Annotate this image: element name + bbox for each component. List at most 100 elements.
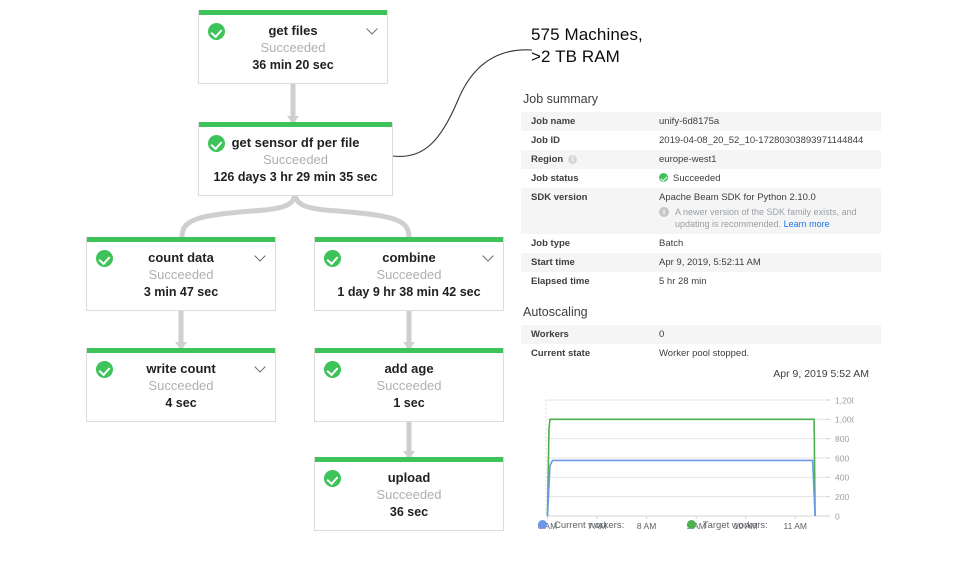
- graph-node-write-count[interactable]: write count Succeeded 4 sec: [86, 348, 276, 422]
- svg-text:1,200: 1,200: [835, 395, 854, 405]
- row-key: Job ID: [531, 135, 561, 146]
- legend-label: Current workers:: [554, 520, 625, 531]
- svg-text:400: 400: [835, 473, 849, 483]
- svg-text:11 AM: 11 AM: [784, 521, 807, 531]
- row-key: Start time: [521, 253, 649, 272]
- callout-line-1: 575 Machines,: [531, 25, 643, 44]
- node-status-bar: [87, 348, 275, 353]
- svg-text:800: 800: [835, 434, 849, 444]
- table-row: Workers 0: [521, 325, 881, 344]
- job-summary-table: Job name unify-6d8175a Job ID 2019-04-08…: [521, 112, 881, 291]
- legend-swatch: [686, 520, 696, 529]
- node-title: get files: [268, 23, 318, 38]
- svg-text:200: 200: [835, 492, 849, 502]
- node-title: count data: [148, 250, 214, 265]
- node-status-bar: [199, 10, 387, 15]
- node-title: upload: [387, 470, 431, 485]
- job-graph: get files Succeeded 36 min 20 sec get se…: [0, 0, 520, 540]
- graph-edges: [175, 80, 415, 459]
- row-value: 2019-04-08_20_52_10-17280303893971144844: [659, 135, 864, 146]
- row-key: SDK version: [521, 188, 649, 234]
- node-status: Succeeded: [260, 40, 326, 55]
- table-row: SDK version Apache Beam SDK for Python 2…: [521, 188, 881, 234]
- legend-label: Target workers:: [702, 520, 768, 531]
- chevron-down-icon[interactable]: [367, 24, 378, 35]
- callout-line-2: >2 TB RAM: [531, 47, 620, 66]
- sdk-version-text: Apache Beam SDK for Python 2.10.0: [659, 192, 816, 203]
- svg-text:8 AM: 8 AM: [637, 521, 656, 531]
- check-circle-icon: [96, 361, 113, 378]
- row-key: Job name: [521, 112, 649, 131]
- node-duration: 36 min 20 sec: [252, 58, 334, 72]
- row-value: Batch: [659, 238, 684, 249]
- graph-node-add-age[interactable]: add age Succeeded 1 sec: [314, 348, 504, 422]
- node-duration: 126 days 3 hr 29 min 35 sec: [213, 170, 378, 184]
- check-circle-icon: [324, 470, 341, 487]
- graph-node-upload[interactable]: upload Succeeded 36 sec: [314, 457, 504, 531]
- node-duration: 1 sec: [393, 396, 425, 410]
- table-row: Start time Apr 9, 2019, 5:52:11 AM: [521, 253, 881, 272]
- callout-leader-line: [392, 49, 533, 158]
- svg-text:6 AM: 6 AM: [538, 521, 557, 531]
- node-status-bar: [315, 237, 503, 242]
- table-row: Job ID 2019-04-08_20_52_10-1728030389397…: [521, 131, 881, 150]
- learn-more-link[interactable]: Learn more: [783, 219, 830, 229]
- table-row: Job status Succeeded: [521, 169, 881, 188]
- table-row: Job type Batch: [521, 234, 881, 253]
- check-circle-icon: [96, 250, 113, 267]
- legend-swatch: [538, 520, 547, 529]
- row-key: Elapsed time: [531, 276, 590, 287]
- info-icon[interactable]: i: [568, 155, 578, 164]
- row-key-label: Region: [531, 154, 564, 165]
- chevron-down-icon[interactable]: [255, 251, 266, 262]
- graph-node-get-files[interactable]: get files Succeeded 36 min 20 sec: [198, 10, 388, 84]
- row-value: Apr 9, 2019, 5:52:11 AM: [649, 253, 881, 272]
- graph-node-count-data[interactable]: count data Succeeded 3 min 47 sec: [86, 237, 276, 311]
- job-status-text: Succeeded: [673, 173, 721, 184]
- svg-text:600: 600: [835, 453, 849, 463]
- node-duration: 1 day 9 hr 38 min 42 sec: [337, 285, 481, 299]
- graph-node-combine[interactable]: combine Succeeded 1 day 9 hr 38 min 42 s…: [314, 237, 504, 311]
- node-status: Succeeded: [376, 378, 442, 393]
- check-circle-icon: [659, 173, 668, 182]
- node-status: Succeeded: [376, 267, 442, 282]
- node-status-bar: [315, 457, 503, 462]
- row-value: europe-west1: [649, 150, 881, 169]
- node-title: combine: [382, 250, 436, 265]
- autoscaling-heading: Autoscaling: [523, 305, 588, 319]
- svg-text:10 AM: 10 AM: [734, 521, 758, 531]
- table-row: Current state Worker pool stopped.: [521, 344, 881, 363]
- sdk-note-text: A newer version of the SDK family exists…: [675, 207, 857, 229]
- table-row: Job name unify-6d8175a: [521, 112, 881, 131]
- legend-item-target-workers: Target workers:: [686, 520, 768, 531]
- chevron-down-icon[interactable]: [255, 362, 266, 373]
- svg-text:0: 0: [835, 511, 840, 521]
- node-duration: 36 sec: [389, 505, 429, 519]
- check-circle-icon: [324, 250, 341, 267]
- node-status: Succeeded: [376, 487, 442, 502]
- row-key: Job type: [531, 238, 571, 249]
- chevron-down-icon[interactable]: [483, 251, 494, 262]
- row-key: Job status: [531, 173, 579, 184]
- chart-title: Apr 9, 2019 5:52 AM: [773, 368, 869, 380]
- graph-node-get-sensor-df-per-file[interactable]: get sensor df per file Succeeded 126 day…: [198, 122, 393, 196]
- node-title: write count: [146, 361, 216, 376]
- row-value: 5 hr 28 min: [659, 276, 707, 287]
- node-duration: 4 sec: [165, 396, 197, 410]
- svg-text:9 AM: 9 AM: [686, 521, 705, 531]
- node-status-bar: [199, 122, 392, 127]
- job-summary-heading: Job summary: [523, 92, 599, 106]
- node-title: add age: [384, 361, 434, 376]
- autoscaling-section: Autoscaling Workers 0 Current state Work…: [521, 305, 887, 363]
- node-duration: 3 min 47 sec: [143, 285, 219, 299]
- autoscaling-table: Workers 0 Current state Worker pool stop…: [521, 325, 881, 363]
- node-status-bar: [87, 237, 275, 242]
- row-key: Workers: [521, 325, 649, 344]
- check-circle-icon: [324, 361, 341, 378]
- node-status-bar: [315, 348, 503, 353]
